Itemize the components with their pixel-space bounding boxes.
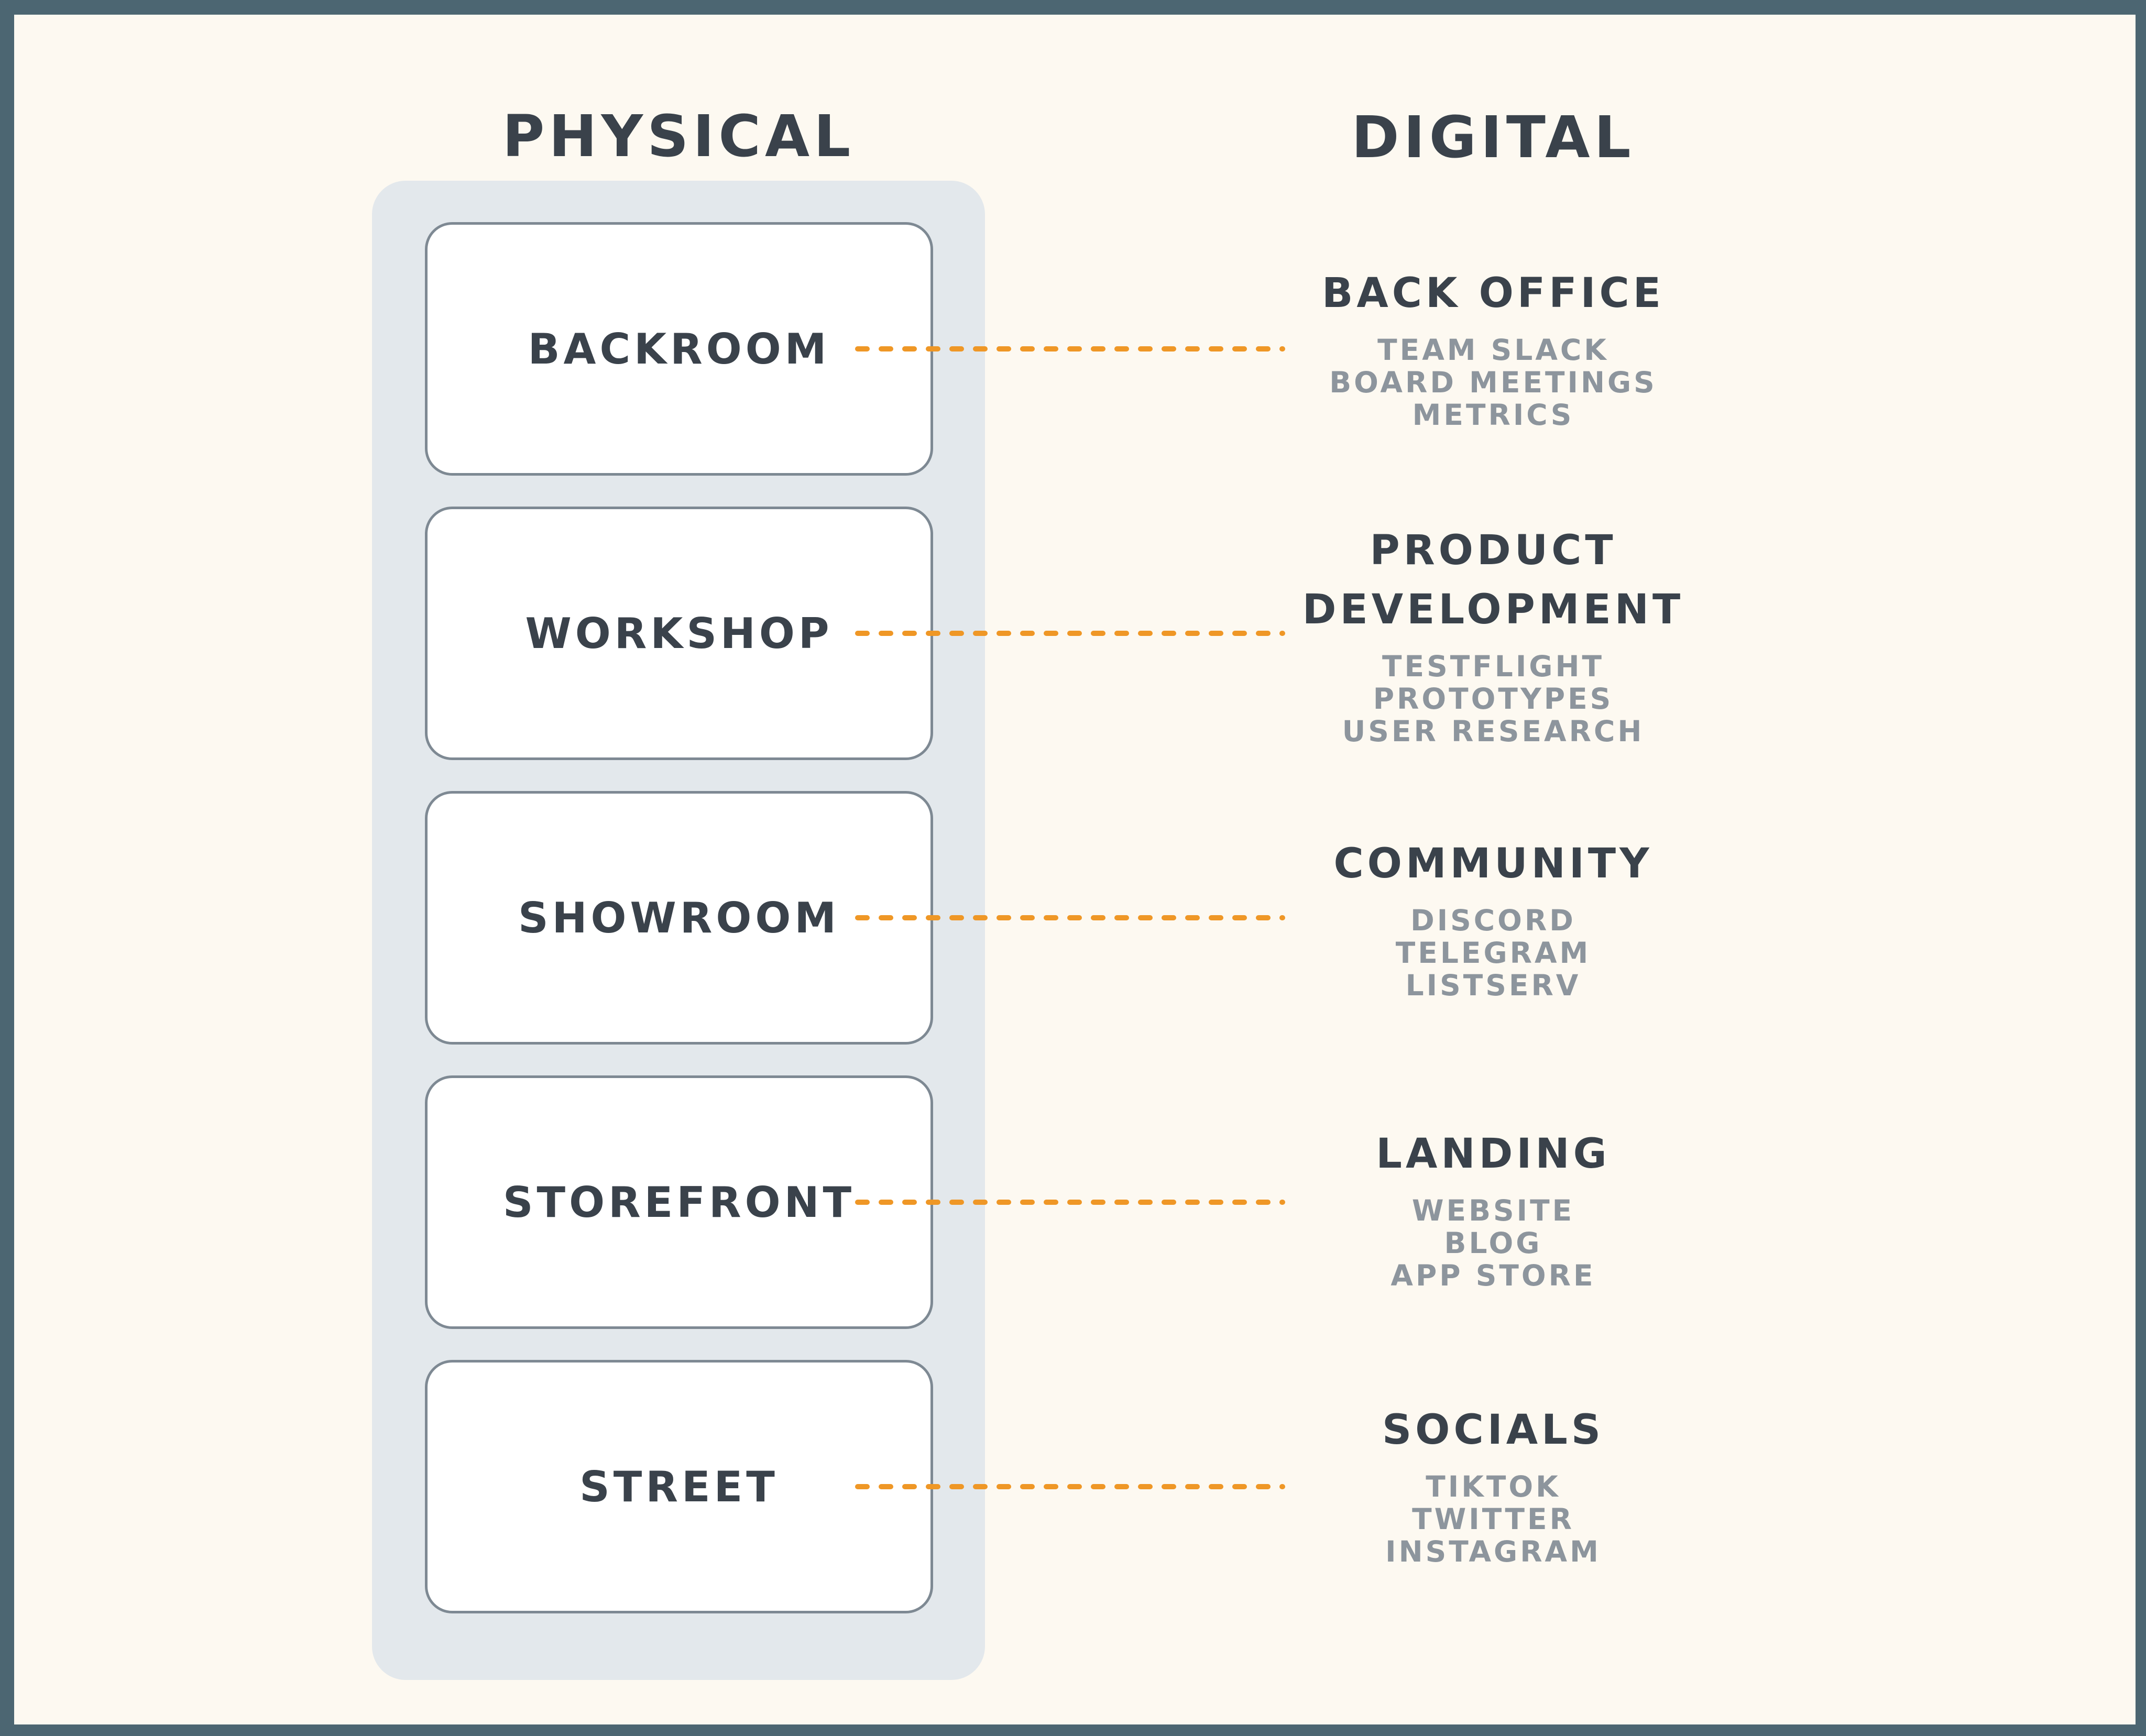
- group-item: BLOG: [1444, 1226, 1542, 1260]
- group-item: BOARD MEETINGS: [1329, 366, 1657, 400]
- group-items: TEAM SLACK BOARD MEETINGS METRICS: [1257, 334, 1729, 431]
- room-label-backroom: BACKROOM: [528, 324, 830, 373]
- group-item: TESTFLIGHT: [1382, 650, 1604, 684]
- group-items: WEBSITE BLOG APP STORE: [1257, 1194, 1729, 1292]
- group-heading-community: COMMUNITY: [1333, 840, 1653, 887]
- digital-group-back-office: BACK OFFICE TEAM SLACK BOARD MEETINGS ME…: [1257, 264, 1729, 431]
- group-heading-product-development: PRODUCT DEVELOPMENT: [1302, 527, 1684, 634]
- connector-backroom-backoffice: [855, 346, 1285, 351]
- group-item: TELEGRAM: [1395, 936, 1591, 970]
- group-item: PROTOTYPES: [1373, 682, 1614, 716]
- room-label-showroom: SHOWROOM: [518, 893, 840, 942]
- room-box-street: STREET: [425, 1360, 933, 1613]
- group-item: TEAM SLACK: [1377, 333, 1609, 367]
- group-item: LISTSERV: [1405, 969, 1581, 1003]
- group-item: TIKTOK: [1426, 1470, 1561, 1504]
- group-items: DISCORD TELEGRAM LISTSERV: [1257, 904, 1729, 1002]
- group-item: METRICS: [1412, 398, 1574, 432]
- room-box-storefront: STOREFRONT: [425, 1075, 933, 1329]
- room-label-workshop: WORKSHOP: [525, 609, 833, 658]
- group-item: USER RESEARCH: [1342, 715, 1645, 749]
- digital-column-title: DIGITAL: [1351, 104, 1635, 171]
- group-items: TESTFLIGHT PROTOTYPES USER RESEARCH: [1257, 650, 1729, 748]
- group-items: TIKTOK TWITTER INSTAGRAM: [1257, 1470, 1729, 1568]
- group-heading-socials: SOCIALS: [1382, 1407, 1604, 1454]
- connector-showroom-community: [855, 915, 1285, 920]
- room-box-backroom: BACKROOM: [425, 222, 933, 476]
- group-item: APP STORE: [1390, 1259, 1596, 1293]
- group-item: DISCORD: [1410, 904, 1576, 938]
- group-item: TWITTER: [1412, 1502, 1574, 1536]
- connector-storefront-landing: [855, 1200, 1285, 1205]
- room-label-storefront: STOREFRONT: [502, 1178, 856, 1227]
- digital-group-landing: LANDING WEBSITE BLOG APP STORE: [1257, 1125, 1729, 1292]
- connector-workshop-productdev: [855, 631, 1285, 636]
- group-item: INSTAGRAM: [1385, 1535, 1601, 1569]
- room-box-showroom: SHOWROOM: [425, 791, 933, 1045]
- connector-street-socials: [855, 1484, 1285, 1489]
- group-heading-back-office: BACK OFFICE: [1321, 270, 1665, 317]
- physical-column-title: PHYSICAL: [502, 103, 855, 170]
- group-item: WEBSITE: [1411, 1194, 1575, 1228]
- digital-group-socials: SOCIALS TIKTOK TWITTER INSTAGRAM: [1257, 1401, 1729, 1568]
- room-label-street: STREET: [579, 1462, 779, 1511]
- digital-group-community: COMMUNITY DISCORD TELEGRAM LISTSERV: [1257, 834, 1729, 1002]
- group-heading-landing: LANDING: [1376, 1130, 1611, 1178]
- digital-group-product-development: PRODUCT DEVELOPMENT TESTFLIGHT PROTOTYPE…: [1257, 521, 1729, 748]
